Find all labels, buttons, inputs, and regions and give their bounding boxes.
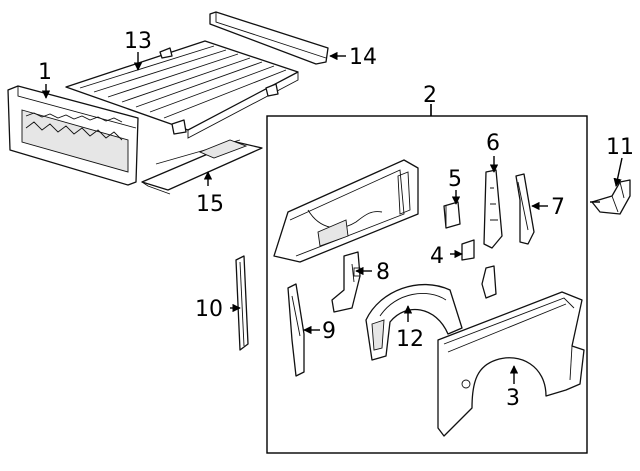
part-floor-panel bbox=[65, 40, 299, 139]
callout-13: 13 bbox=[124, 29, 152, 54]
callout-6: 6 bbox=[486, 131, 500, 156]
part-side-rail-10 bbox=[235, 255, 249, 351]
part-pillar-7 bbox=[515, 173, 535, 245]
part-bracket-5 bbox=[443, 201, 461, 229]
part-pillar-6 bbox=[483, 169, 503, 249]
leader-11 bbox=[613, 157, 623, 187]
part-outer-side-panel-3 bbox=[437, 291, 585, 437]
callout-1: 1 bbox=[38, 60, 52, 85]
callout-15: 15 bbox=[196, 192, 224, 217]
callout-14: 14 bbox=[349, 45, 377, 70]
callout-12: 12 bbox=[396, 327, 424, 352]
part-bracket-11 bbox=[591, 179, 631, 215]
callout-7: 7 bbox=[551, 195, 565, 220]
part-wheelhouse-12 bbox=[365, 283, 463, 361]
callout-9: 9 bbox=[322, 319, 336, 344]
callout-2: 2 bbox=[423, 83, 437, 108]
part-inner-side-panel bbox=[273, 159, 419, 263]
part-bracket-small bbox=[481, 265, 497, 299]
part-tailgate bbox=[7, 85, 139, 186]
part-rear-pillar-9 bbox=[287, 283, 305, 377]
assembly-box bbox=[266, 115, 588, 454]
callout-3: 3 bbox=[506, 386, 520, 411]
callout-8: 8 bbox=[376, 260, 390, 285]
part-corner-bracket-8 bbox=[331, 251, 361, 313]
part-sill-plate bbox=[141, 139, 263, 195]
callout-5: 5 bbox=[448, 167, 462, 192]
callout-10: 10 bbox=[195, 297, 223, 322]
callout-11: 11 bbox=[606, 135, 634, 160]
part-plate-4 bbox=[461, 239, 475, 261]
part-front-rail bbox=[209, 11, 329, 65]
callout-4: 4 bbox=[430, 244, 444, 269]
